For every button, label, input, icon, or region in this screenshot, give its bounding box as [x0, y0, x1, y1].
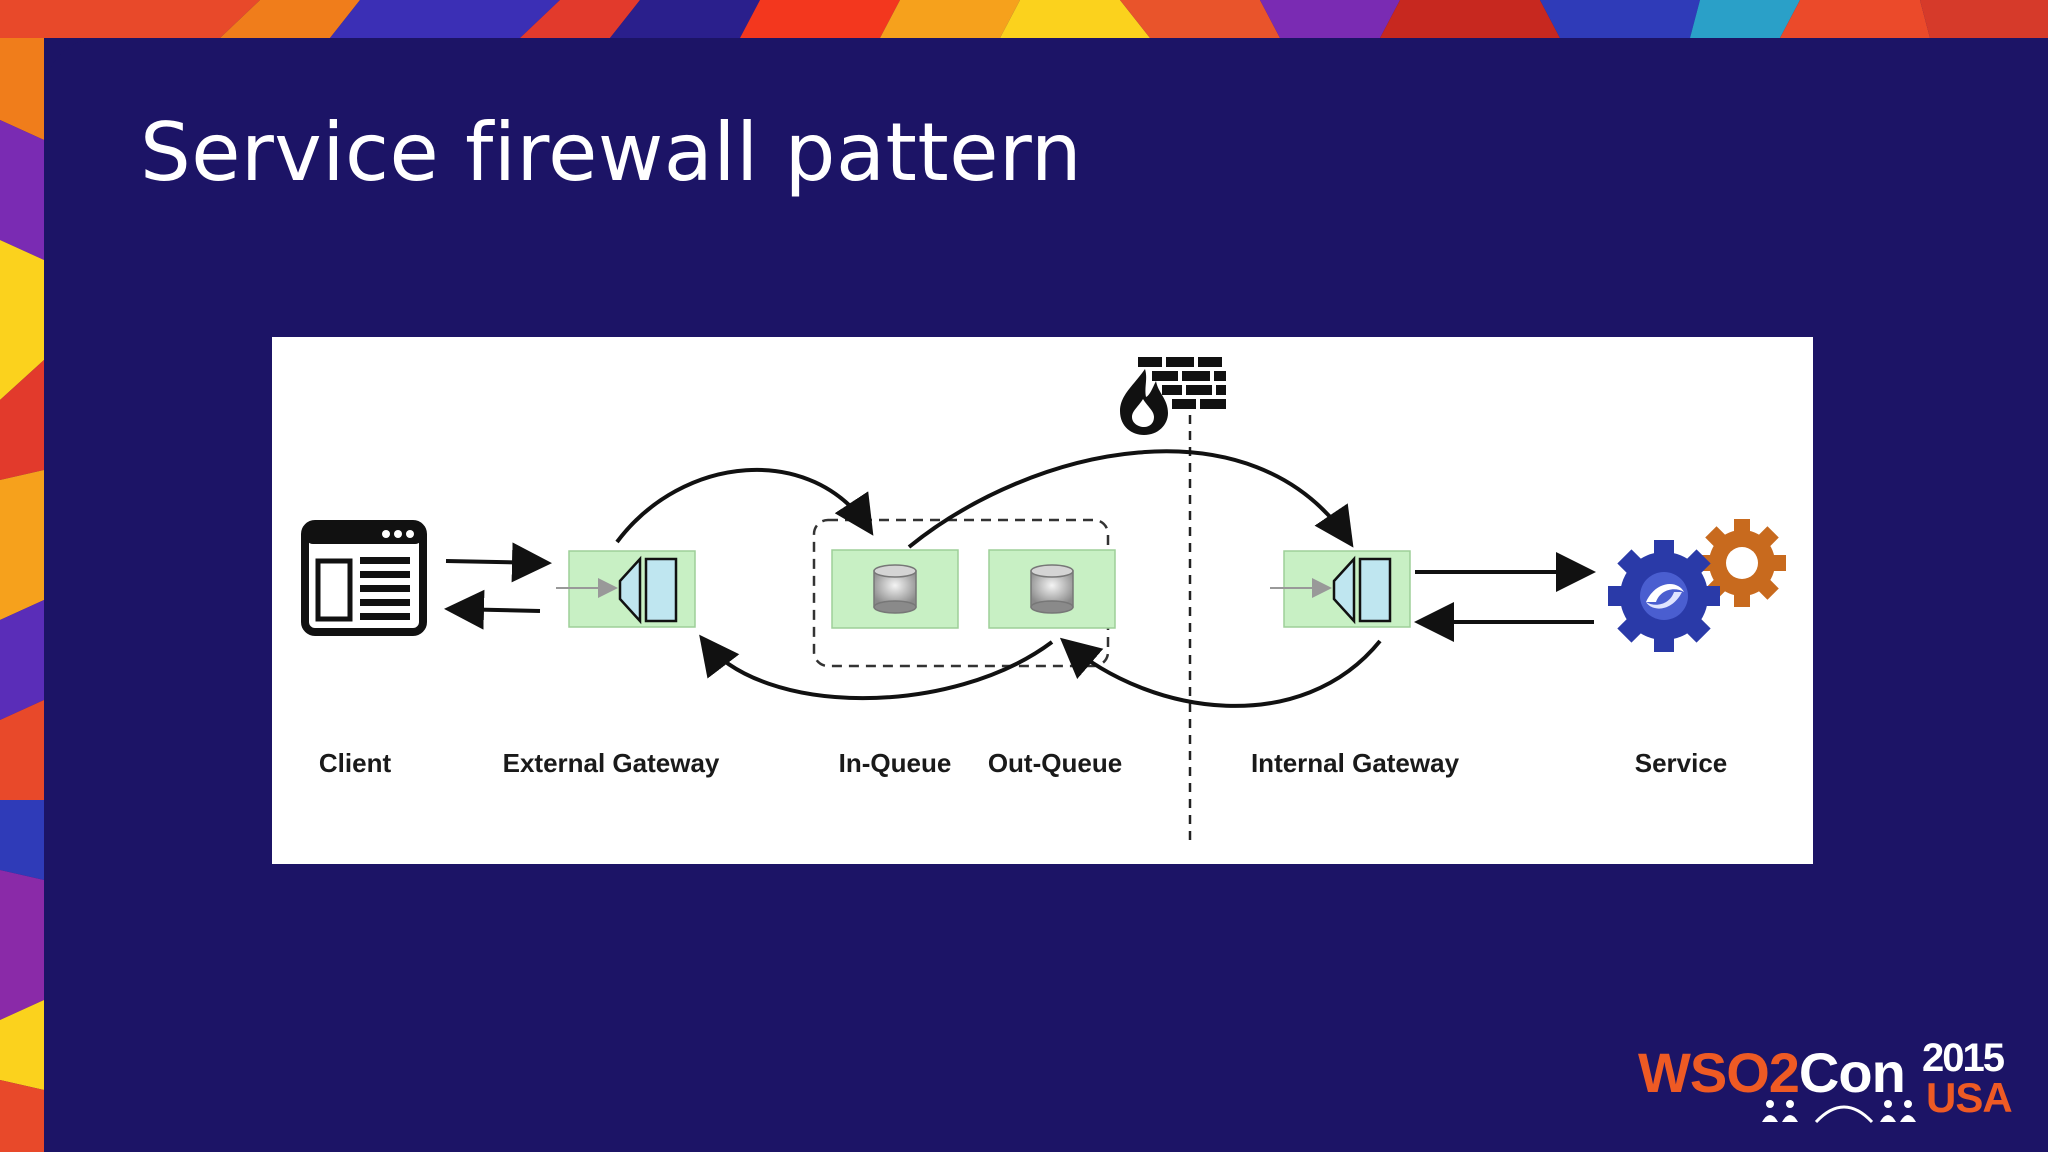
inqueue-to-internal-gateway-arrow [909, 451, 1349, 547]
in-queue-node [832, 550, 958, 628]
gateway-to-client-arrow [452, 609, 540, 611]
logo-brand: WSO2 [1638, 1041, 1799, 1104]
label-internal-gateway: Internal Gateway [1251, 748, 1459, 779]
external-gateway-node [556, 551, 695, 627]
gateway-to-inqueue-arrow [617, 470, 869, 542]
logo-people-icon [1756, 1098, 1926, 1124]
firewall-icon [1120, 357, 1226, 435]
logo-wordmark: WSO2Con [1638, 1040, 1905, 1105]
slide-title: Service firewall pattern [140, 106, 1082, 199]
internal-gateway-node [1270, 551, 1410, 627]
diagram-panel: Client External Gateway In-Queue Out-Que… [272, 337, 1813, 864]
label-in-queue: In-Queue [839, 748, 952, 779]
database-cylinder-icon [874, 565, 916, 613]
label-service: Service [1635, 748, 1728, 779]
label-client: Client [319, 748, 391, 779]
logo-con: Con [1799, 1041, 1905, 1104]
internal-gateway-to-outqueue-arrow [1066, 641, 1380, 706]
browser-window-icon [305, 524, 423, 632]
client-to-gateway-arrow [446, 561, 544, 563]
wso2con-logo: WSO2Con 2015 USA [1638, 1036, 2008, 1126]
label-external-gateway: External Gateway [503, 748, 720, 779]
label-out-queue: Out-Queue [988, 748, 1122, 779]
out-queue-node [989, 550, 1115, 628]
gears-icon [1608, 519, 1786, 652]
database-cylinder-icon [1031, 565, 1073, 613]
logo-region: USA [1926, 1074, 2012, 1122]
outqueue-to-gateway-arrow [704, 641, 1052, 698]
